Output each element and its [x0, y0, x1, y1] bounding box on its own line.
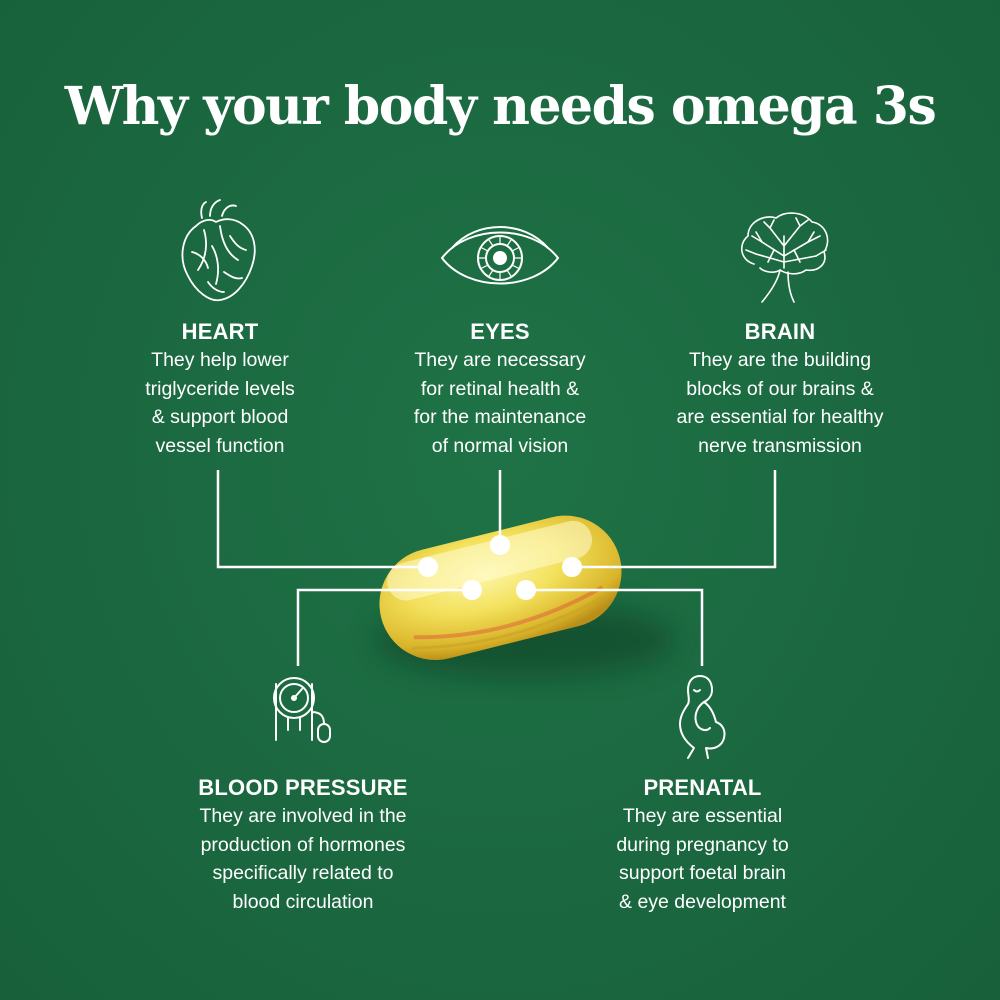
- dot-blood-pressure: [462, 580, 482, 600]
- dot-eyes: [490, 535, 510, 555]
- benefit-description: They are essential during pregnancy to s…: [616, 805, 789, 913]
- benefit-blood-pressure: BLOOD PRESSURE They are involved in the …: [143, 774, 463, 916]
- heart-icon: [181, 199, 256, 302]
- benefit-heading: HEART: [181, 319, 259, 344]
- connector-prenatal: [526, 588, 704, 666]
- connector-blood-pressure: [296, 588, 472, 666]
- eye-icon: [440, 226, 560, 285]
- benefit-heading: BLOOD PRESSURE: [198, 775, 408, 800]
- dot-prenatal: [516, 580, 536, 600]
- benefit-description: They help lower triglyceride levels & su…: [145, 349, 295, 457]
- benefit-heart: HEART They help lower triglyceride level…: [80, 318, 360, 460]
- benefit-prenatal: PRENATAL They are essential during pregn…: [540, 774, 865, 916]
- connector-heart: [216, 470, 428, 569]
- benefit-heading: EYES: [470, 319, 530, 344]
- benefit-eyes: EYES They are necessary for retinal heal…: [360, 318, 640, 460]
- dot-brain: [562, 557, 582, 577]
- benefit-description: They are the building blocks of our brai…: [676, 349, 884, 457]
- omega3-capsule: [379, 515, 622, 661]
- benefit-description: They are necessary for retinal health & …: [413, 349, 587, 457]
- benefit-heading: BRAIN: [744, 319, 816, 344]
- blood-pressure-gauge-icon: [273, 677, 331, 743]
- benefit-heading: PRENATAL: [643, 775, 762, 800]
- brain-icon: [741, 212, 829, 303]
- benefit-brain: BRAIN They are the building blocks of ou…: [640, 318, 920, 460]
- page-title: Why your body needs omega 3s: [64, 76, 937, 137]
- pregnant-woman-icon: [679, 675, 726, 759]
- benefit-description: They are involved in the production of h…: [199, 805, 407, 913]
- connector-brain: [572, 470, 777, 569]
- dot-heart: [418, 557, 438, 577]
